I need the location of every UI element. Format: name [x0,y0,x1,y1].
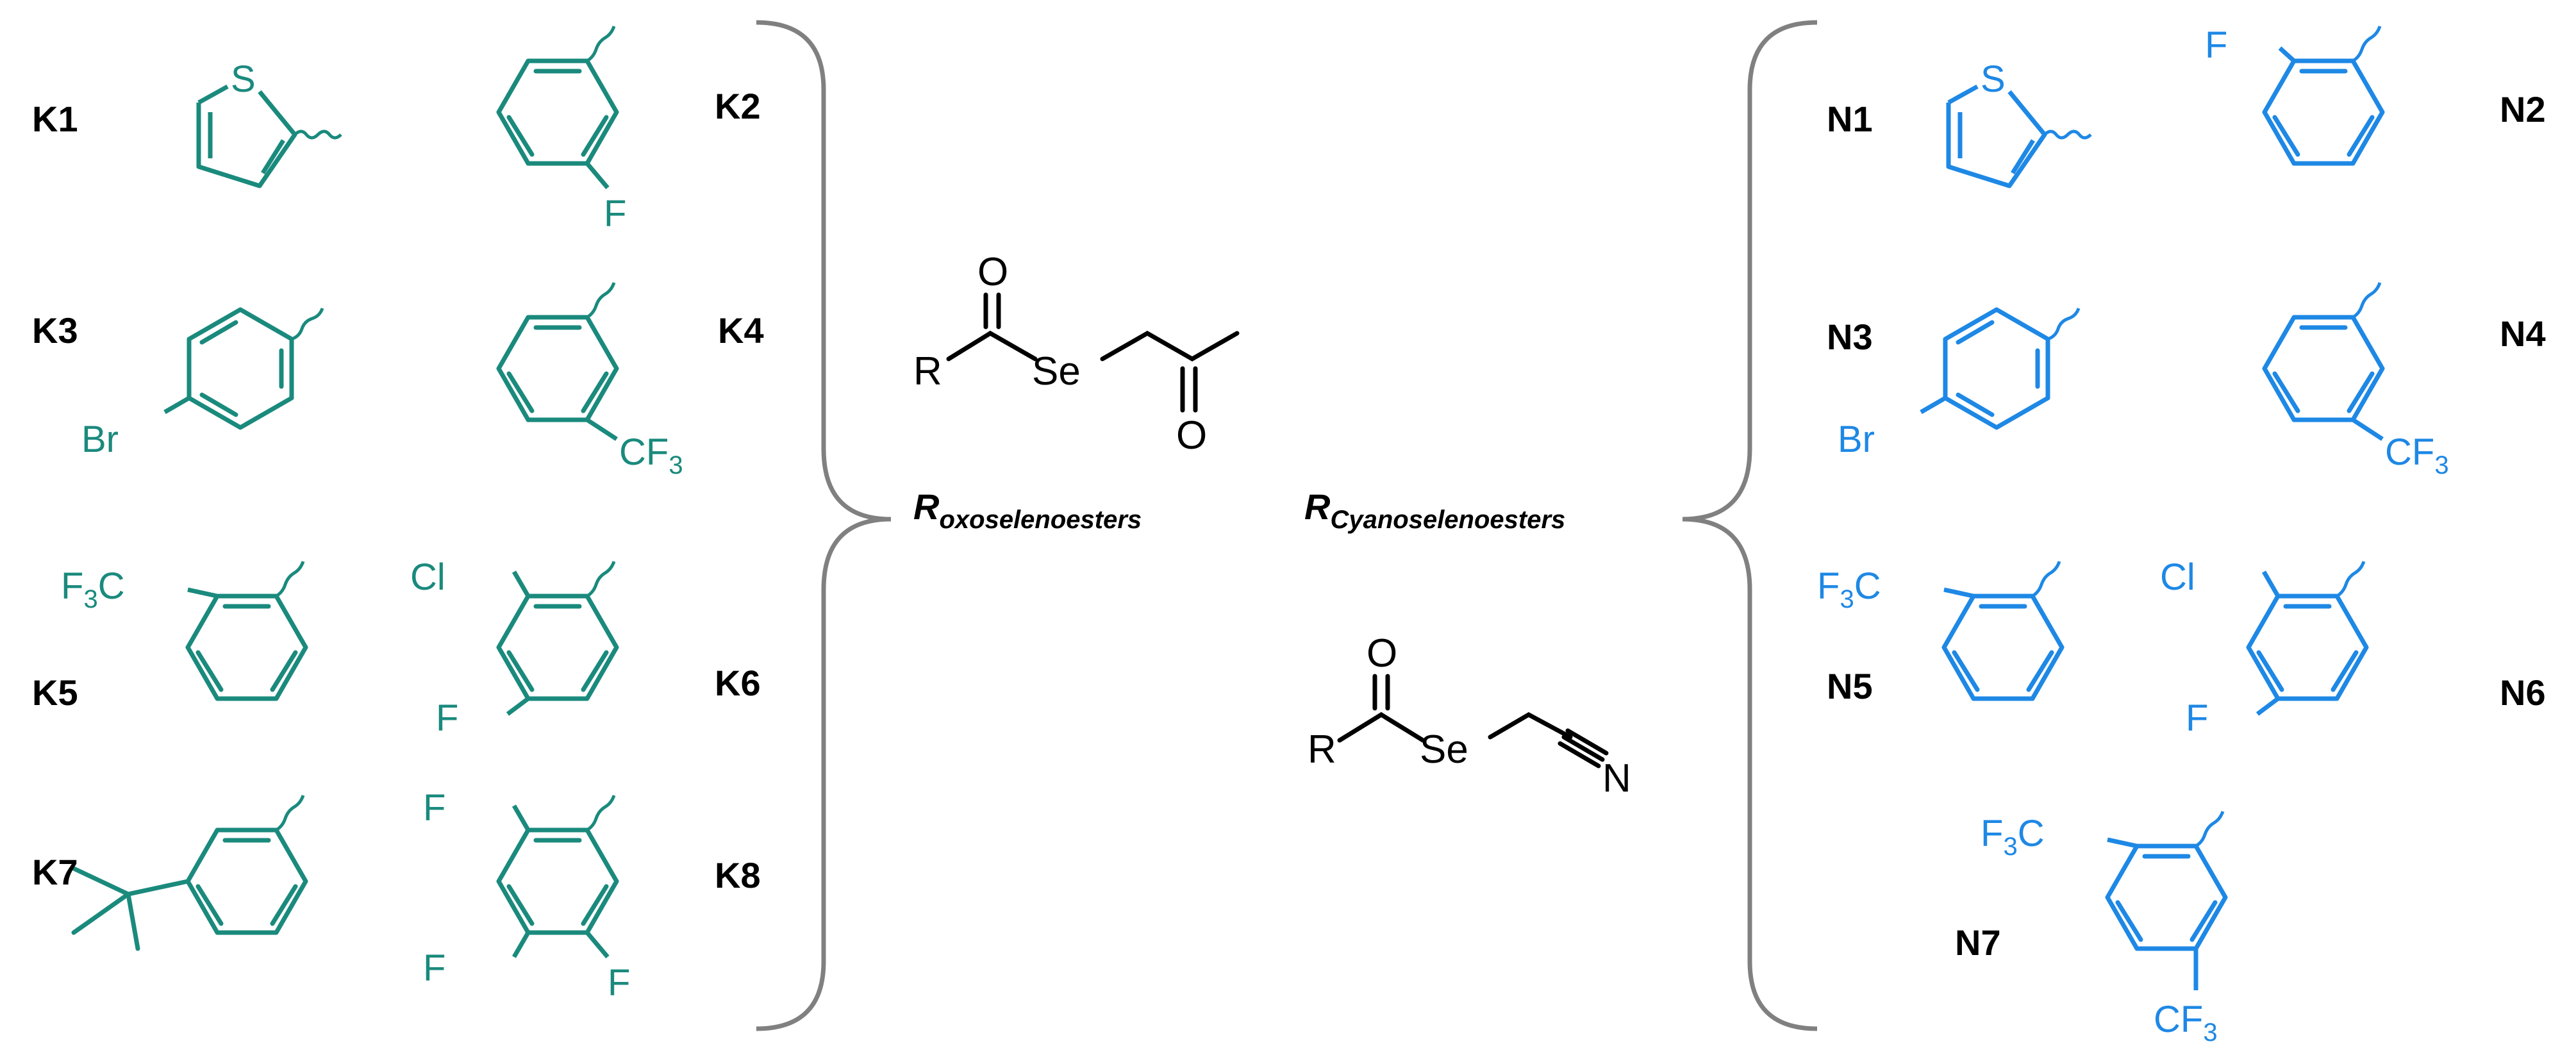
oxoselenoester-core-structure [946,292,1240,413]
label-n4: N4 [2500,313,2546,354]
k1-thiophene-structure: S [196,58,342,188]
n7-bistrifluoromethylphenyl-structure: F3C CF3 [1981,811,2225,1047]
label-k3: K3 [32,310,78,351]
k2-fluorophenyl-structure: F [499,26,626,235]
label-k4: K4 [718,310,764,351]
fluorine-atom-3: F [608,962,630,1004]
fluorine-atom: F [2205,24,2227,66]
fluorine-atom: F [436,697,458,739]
k7-tertbutylphenyl-structure [71,795,306,951]
label-k6: K6 [715,663,761,703]
chlorine-atom: Cl [2160,556,2195,598]
label-k1: K1 [32,99,78,139]
k3-bromophenyl-structure: Br [81,308,324,460]
label-k8: K8 [715,855,761,895]
oxoselenoester-title: Roxoselenoesters [913,486,1142,534]
label-n6: N6 [2500,672,2546,713]
cf3-group: F3C [61,565,125,613]
oxo-top-oxygen: O [977,250,1008,294]
sulfur-atom: S [231,58,256,100]
label-k2: K2 [715,86,761,126]
cyano-r-group: R [1308,727,1336,772]
fluorine-atom: F [604,193,626,235]
n4-trifluoromethylphenyl-structure: CF3 [2264,282,2449,479]
bromine-atom: Br [81,419,119,460]
label-n2: N2 [2500,89,2546,129]
n-series: S F Br CF3 F3C [1817,24,2449,1047]
cyanoselenoester-title: RCyanoselenoesters [1304,486,1565,534]
k-series: S F Br CF3 F3C [61,26,683,1004]
fluorine-atom: F [2186,697,2208,739]
sulfur-atom: S [1981,58,2006,100]
n5-trifluoromethylphenyl-structure: F3C [1817,561,2062,699]
bromine-atom: Br [1838,419,1875,460]
fluorine-atom-1: F [423,787,445,829]
n6-chlorofluorophenyl-structure: Cl F [2160,556,2366,739]
k6-chlorofluorophenyl-structure: Cl F [410,556,617,739]
k4-trifluoromethylphenyl-structure: CF3 [499,282,683,479]
n3-bromophenyl-structure: Br [1838,308,2081,460]
label-k5: K5 [32,672,78,713]
cf3-group: CF3 [619,431,683,479]
label-k7: K7 [32,852,78,892]
oxo-bottom-oxygen: O [1176,413,1207,458]
cyano-selenium: Se [1420,727,1468,772]
cf3-group: F3C [1817,565,1881,613]
label-n1: N1 [1827,99,1873,139]
fluorine-atom-2: F [423,947,445,989]
cf3-group-2: CF3 [2154,999,2218,1047]
right-brace [1682,20,1818,1031]
cf3-group-1: F3C [1981,813,2045,861]
n1-thiophene-structure: S [1946,58,2092,188]
cyano-nitrogen: N [1602,756,1631,801]
label-n3: N3 [1827,317,1873,357]
label-n7: N7 [1955,922,2001,963]
oxo-r-group: R [913,349,942,394]
left-brace [756,20,892,1031]
cyano-top-oxygen: O [1367,631,1397,676]
chlorine-atom: Cl [410,556,445,598]
label-n5: N5 [1827,666,1873,706]
n2-fluorophenyl-structure: F [2205,24,2382,163]
k5-trifluoromethylphenyl-structure: F3C [61,561,306,699]
cf3-group: CF3 [2385,431,2449,479]
oxo-selenium: Se [1032,349,1081,394]
k8-trifluorophenyl-structure: F F F [423,787,630,1004]
cyanoselenoester-core-structure [1337,674,1609,768]
